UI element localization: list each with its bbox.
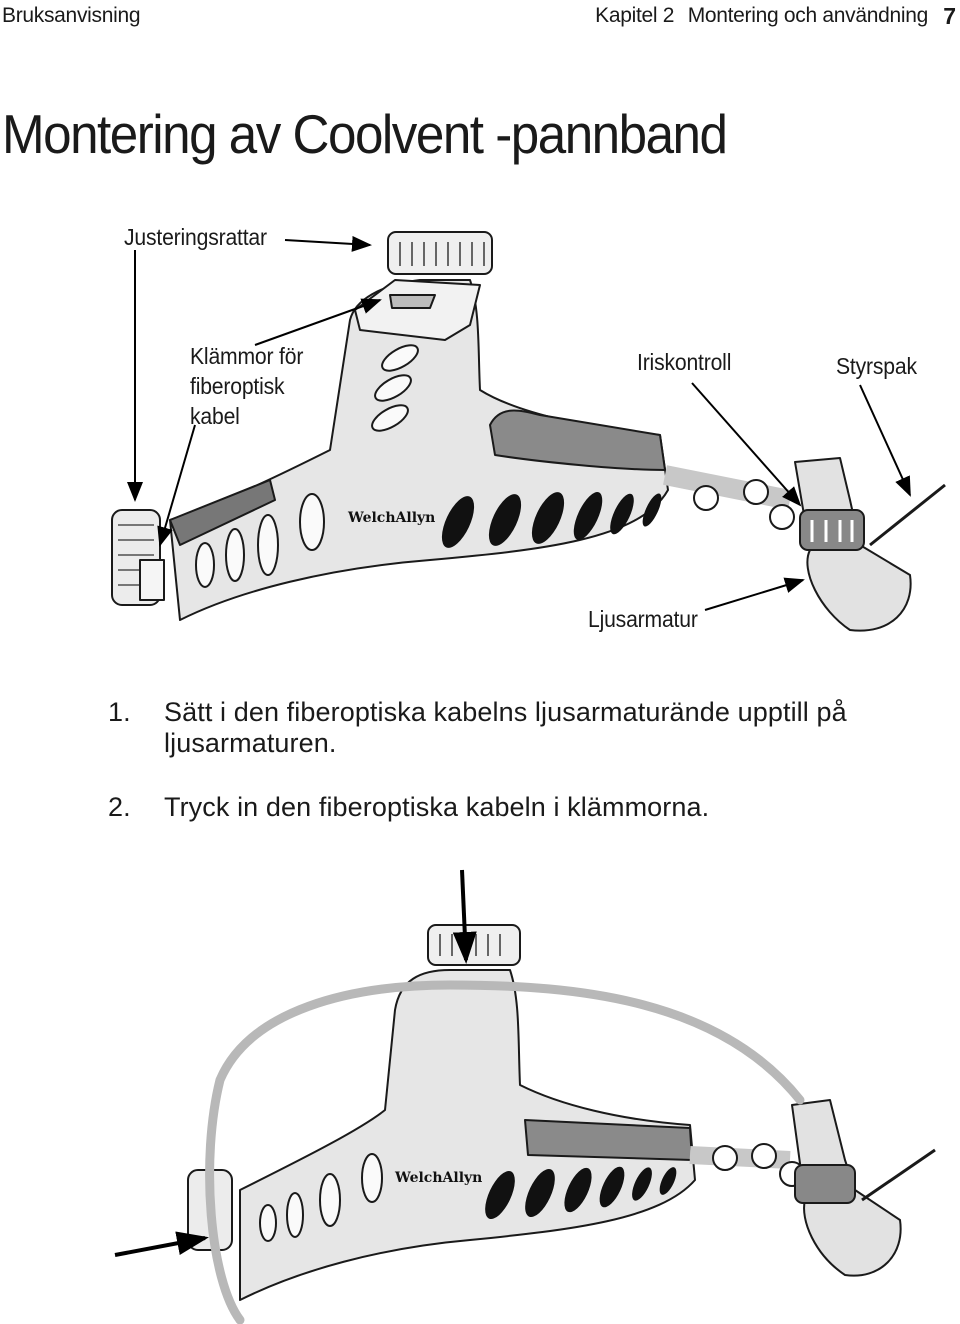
adjust-knob-top-2 [427,924,521,966]
step-text-2: Tryck in den fiberoptiska kabeln i klämm… [164,792,710,822]
step-text-1: Sätt i den fiberoptiska kabelns ljusarma… [164,697,847,758]
brand-logo-1: WelchAllyn [347,510,435,526]
instruction-step-2: 2. Tryck in den fiberoptiska kabeln i kl… [108,792,938,826]
header-section-title: Montering och användning [687,4,929,27]
brand-logo-2: WelchAllyn [394,1170,482,1186]
headband-diagram: WelchAllyn [111,231,946,632]
iris-ring [799,509,865,551]
label-clamps: Klämmor för fiberoptisk kabel [190,343,304,429]
step-number-1: 1. [108,697,131,727]
label-steering-lever: Styrspak [836,353,917,379]
instruction-step-1: 1. Sätt i den fiberoptiska kabelns ljusa… [108,697,938,763]
header-chapter: Kapitel 2 Montering och användning [595,4,928,28]
side-pad [169,479,276,546]
label-adjust-knobs: Justeringsrattar [124,224,267,250]
label-light-fixture: Ljusarmatur [588,606,698,632]
headband-body-2 [239,969,696,1301]
steering-lever [869,483,946,547]
page-number: 7 [943,3,956,29]
clamp-top [354,279,481,341]
adjust-knob-top [387,231,493,275]
press-arrow-side [114,1231,209,1257]
cable-insertion-diagram: WelchAllyn [114,869,936,1324]
page-title: Montering av Coolvent -pannband [2,103,728,165]
fiber-optic-cable [205,980,805,1324]
press-arrow-top [452,869,477,964]
header-chapter-number: Kapitel 2 [595,4,675,27]
step-number-2: 2. [108,792,131,822]
lamp-arm [663,465,792,510]
label-iris-control: Iriskontroll [637,349,732,375]
header-doc-title: Bruksanvisning [2,4,141,27]
forehead-pad [489,409,666,471]
